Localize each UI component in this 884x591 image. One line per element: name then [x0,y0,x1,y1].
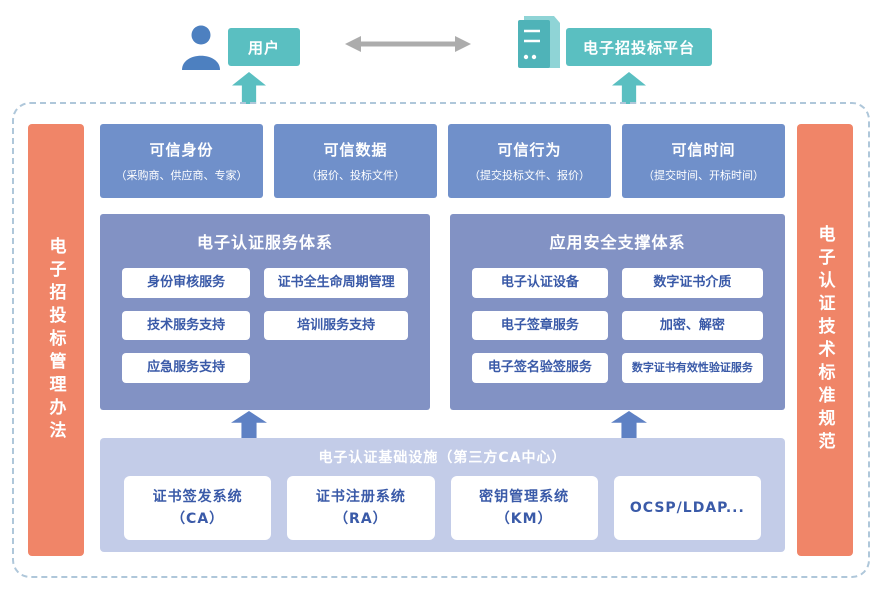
infrastructure-row: 证书签发系统 （CA） 证书注册系统 （RA） 密钥管理系统 （KM） OCSP… [124,476,761,540]
panel-item: 培训服务支持 [264,310,408,341]
panel-item: 电子签章服务 [472,310,608,341]
panel-grid: 身份审核服务 证书全生命周期管理 技术服务支持 培训服务支持 应急服务支持 [122,268,408,383]
panel-app-security-system: 应用安全支撑体系 电子认证设备 数字证书介质 电子签章服务 加密、解密 电子签名… [450,214,785,410]
panel-title: 电子认证服务体系 [196,233,333,252]
infra-box-ca: 证书签发系统 （CA） [124,476,272,540]
trust-box-title: 可信行为 [497,141,562,159]
infrastructure-title: 电子认证基础设施（第三方CA中心） [318,450,567,466]
trust-box-subtitle: （提交时间、开标时间） [643,169,764,182]
trust-box-subtitle: （提交投标文件、报价） [469,169,590,182]
double-arrow-icon [345,34,471,54]
right-bar-standard: 电子认证技术标准规范 [797,124,853,556]
user-label: 用户 [228,28,300,66]
panel-title: 应用安全支撑体系 [549,233,686,252]
panel-item: 电子签名验签服务 [472,353,608,383]
panel-item: 身份审核服务 [122,268,251,298]
panel-item: 数字证书有效性验证服务 [621,353,763,383]
dashed-frame [12,102,870,578]
infra-box-ra: 证书注册系统 （RA） [287,476,435,540]
trust-box-identity: 可信身份 （采购商、供应商、专家） [100,124,263,198]
trust-box-subtitle: （报价、投标文件） [306,169,405,182]
trust-box-title: 可信时间 [671,141,736,159]
panel-item: 证书全生命周期管理 [264,268,408,298]
infra-box-ocsp-ldap: OCSP/LDAP... [613,476,761,540]
panel-item: 加密、解密 [621,310,763,341]
panel-item: 电子认证设备 [472,268,608,298]
up-arrow-platform-icon [612,72,646,104]
panel-item: 技术服务支持 [122,310,251,341]
platform-label: 电子招投标平台 [566,28,712,66]
up-arrow-user-icon [232,72,266,104]
trust-row: 可信身份 （采购商、供应商、专家） 可信数据 （报价、投标文件） 可信行为 （提… [100,124,785,198]
server-icon [510,12,562,72]
trust-box-title: 可信身份 [149,141,214,159]
panel-item: 应急服务支持 [122,353,251,383]
user-icon [176,22,226,72]
panel-item: 数字证书介质 [621,268,763,298]
panel-grid: 电子认证设备 数字证书介质 电子签章服务 加密、解密 电子签名验签服务 数字证书… [472,268,763,383]
trust-box-time: 可信时间 （提交时间、开标时间） [622,124,785,198]
panel-cert-service-system: 电子认证服务体系 身份审核服务 证书全生命周期管理 技术服务支持 培训服务支持 … [100,214,430,410]
infra-box-km: 密钥管理系统 （KM） [450,476,598,540]
trust-box-title: 可信数据 [323,141,388,159]
left-bar-regulation: 电子招投标管理办法 [28,124,84,556]
trust-box-subtitle: （采购商、供应商、专家） [115,169,248,182]
trust-box-behavior: 可信行为 （提交投标文件、报价） [448,124,611,198]
infrastructure-panel: 电子认证基础设施（第三方CA中心） 证书签发系统 （CA） 证书注册系统 （RA… [100,438,785,552]
trust-box-data: 可信数据 （报价、投标文件） [274,124,437,198]
